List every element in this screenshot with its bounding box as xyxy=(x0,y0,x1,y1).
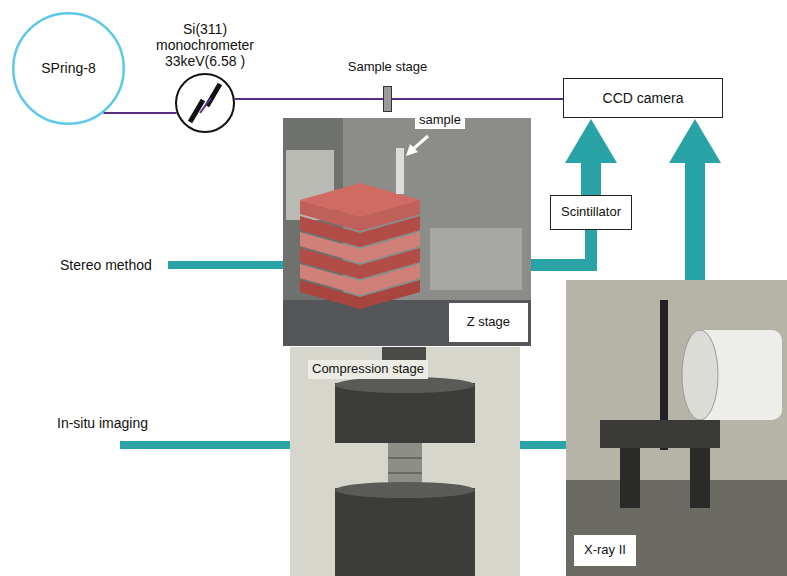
scintillator-label: Scintillator xyxy=(561,205,621,220)
signal-bar xyxy=(531,230,591,265)
signal-arrow xyxy=(581,162,601,195)
leader-arrowhead xyxy=(406,144,418,156)
photo-leg xyxy=(690,448,710,508)
crystal-bar xyxy=(207,84,220,106)
method-label: In-situ imaging xyxy=(57,415,148,431)
monochromator-shape xyxy=(176,74,234,132)
leader-bar xyxy=(120,441,290,449)
source-ring: SPring-8 xyxy=(12,12,125,125)
photo-ground xyxy=(566,280,787,576)
camera-label: CCD camera xyxy=(603,90,684,106)
beam-line xyxy=(392,98,563,100)
sample-texture xyxy=(388,472,422,474)
camera-box: CCD camera xyxy=(563,78,723,118)
beam-segment xyxy=(200,98,211,113)
xray-photo-frame: X-ray II xyxy=(566,280,787,576)
signal-arrow xyxy=(685,162,705,280)
press-platen xyxy=(335,488,475,576)
photo-ground xyxy=(283,118,531,346)
compression-photo-frame: Compression stage xyxy=(290,347,520,576)
stage-label: Sample stage xyxy=(348,60,428,75)
monochromator: Si(311) monochrometer 33keV(6.58 ) xyxy=(175,73,235,133)
photo-leg xyxy=(620,448,640,508)
press-sample xyxy=(388,443,422,488)
platen-rim xyxy=(335,377,475,393)
photo-block xyxy=(430,228,522,290)
monochromator-outline xyxy=(175,73,235,133)
photo-label: sample xyxy=(415,112,465,129)
photo-stage xyxy=(600,420,720,448)
leader-bar xyxy=(168,261,283,269)
beam-line xyxy=(103,112,176,114)
photo-table xyxy=(283,300,531,346)
monochromator-label: Si(311) monochrometer 33keV(6.58 ) xyxy=(149,21,261,69)
z-stage-photo xyxy=(283,118,531,346)
sample-holder xyxy=(396,148,404,194)
signal-bar xyxy=(520,441,566,449)
camera-face xyxy=(682,330,718,420)
z-stage-photo-frame: sampleZ stage xyxy=(283,118,531,346)
photo-label: X-ray II xyxy=(574,535,636,566)
platen-rim xyxy=(335,482,475,498)
xray-photo xyxy=(566,280,787,576)
sample-texture xyxy=(388,457,422,459)
photo-label: Z stage xyxy=(449,303,528,342)
source-ring-shape xyxy=(13,13,124,124)
photo-bench xyxy=(566,480,787,576)
photo-ground xyxy=(290,347,520,576)
method-label: Stereo method xyxy=(60,257,152,273)
scintillator-box: Scintillator xyxy=(550,195,632,230)
compression-photo xyxy=(290,347,520,576)
beam-line xyxy=(235,98,383,100)
source-name: SPring-8 xyxy=(41,60,95,76)
stage-plate xyxy=(300,200,420,231)
leader-arrow xyxy=(412,136,428,150)
photo-label: Compression stage xyxy=(308,360,428,379)
sample-stage: Sample stage xyxy=(383,86,392,112)
